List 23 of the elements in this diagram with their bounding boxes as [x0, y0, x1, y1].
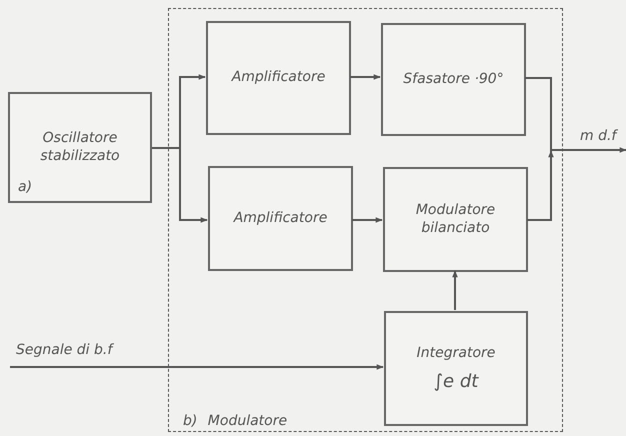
- connector-arrow: [527, 150, 554, 221]
- block-box: [384, 311, 528, 426]
- edge-label: Segnale di b.f: [14, 342, 114, 358]
- formula: ∫e dt: [434, 370, 478, 392]
- block-label: Sfasatore ·90°: [402, 70, 505, 88]
- block-box: [383, 167, 528, 272]
- connector-arrow: [10, 364, 384, 370]
- group-label: b) Modulatore: [183, 413, 288, 429]
- block-box: [206, 21, 351, 135]
- connector-arrow: [525, 77, 626, 153]
- connector-arrow: [352, 217, 383, 223]
- connector-arrow: [350, 74, 381, 80]
- block-label: Amplificatore: [232, 210, 328, 228]
- block-label: Integratore: [416, 345, 496, 363]
- block-box: [208, 166, 353, 271]
- block-tag: a): [18, 179, 32, 195]
- block-box: [8, 92, 152, 203]
- block-label: Oscillatore stabilizzato: [39, 130, 121, 165]
- connector-arrow: [452, 270, 458, 310]
- block-box: [381, 23, 526, 136]
- block-label: Amplificatore: [230, 69, 326, 87]
- block-label: Modulatore bilanciato: [414, 202, 496, 237]
- group-frame: [168, 8, 563, 432]
